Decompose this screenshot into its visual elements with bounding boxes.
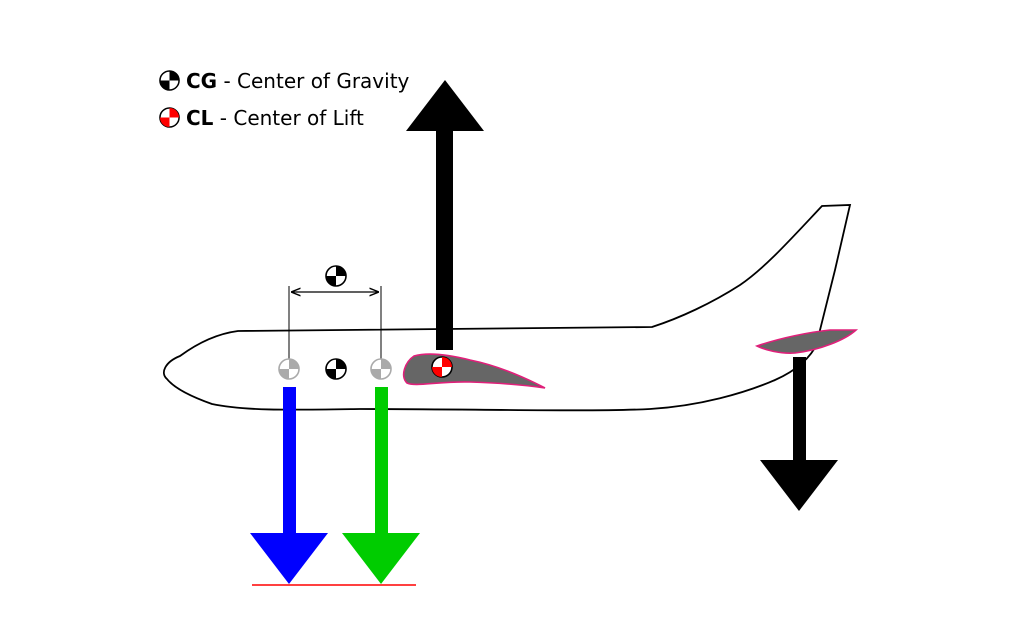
center-of-lift-marker [431, 356, 453, 378]
cl-symbol-icon [159, 107, 180, 128]
cg-symbol-icon [159, 70, 180, 91]
legend-item-cg: CG - Center of Gravity [159, 62, 409, 99]
legend: CG - Center of Gravity CL - Center of Li… [159, 62, 409, 136]
horizontal-stabilizer [754, 329, 859, 354]
tail-downforce-arrow [760, 357, 838, 511]
aft-cg-limit-marker [370, 358, 392, 380]
forward-cg-limit-marker [278, 358, 300, 380]
legend-cl-abbr: CL [186, 105, 214, 130]
center-of-gravity-marker [325, 358, 347, 380]
legend-cg-text: - Center of Gravity [217, 68, 410, 93]
aft-cg-weight-arrow [342, 387, 420, 584]
legend-cg-abbr: CG [186, 68, 218, 93]
cg-range-marker [325, 265, 347, 287]
legend-item-cl: CL - Center of Lift [159, 99, 409, 136]
cg-range-dimension [288, 286, 382, 360]
forward-cg-weight-arrow [250, 387, 328, 584]
lift-arrow [406, 80, 484, 350]
legend-cl-text: - Center of Lift [213, 105, 364, 130]
